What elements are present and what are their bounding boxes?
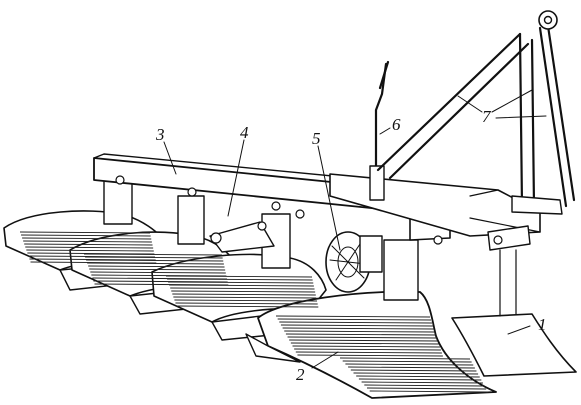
hatch-line [285,333,436,336]
hatch-line [174,299,318,302]
hatch-line [24,243,153,246]
hatch-line [279,321,432,324]
hatch-line [28,255,156,258]
hatch-line [287,336,437,339]
hatch-line [348,366,475,369]
hatch-line [173,296,317,299]
hatch-line [356,375,480,378]
hatch-line [175,302,318,305]
hatch-line [366,387,487,390]
hatch-line [284,330,435,333]
adjusting-screw [369,60,390,201]
hatch-line [176,305,319,308]
disc-coulter [325,231,383,293]
label-skimmer-bracket: 4 [240,123,249,142]
hatch-line [169,284,314,287]
hatch-line [350,369,477,372]
label-frame: 3 [155,125,165,144]
hatch-line [22,237,152,240]
hatch-line [23,240,152,243]
hatch-line [90,271,226,274]
main-frame [93,153,541,245]
hatch-line [86,259,224,262]
hatch-line [171,290,316,293]
hatch-line [277,318,431,321]
hatch-line [369,390,488,393]
hatch-line [165,275,313,278]
leader-lines [163,89,547,369]
hatch-line [342,360,472,363]
hatch-line [297,354,443,357]
hatch-line [289,339,438,342]
hatch-line [353,372,479,375]
label-moldboard: 2 [296,365,305,384]
hatch-line [30,261,157,264]
share-part [451,249,577,377]
label-disc-coulter: 5 [312,129,321,148]
hatch-line [25,246,154,249]
hatch-line [172,293,316,296]
hatch-line [27,252,155,255]
hatch-line [19,231,151,234]
hatch-line [295,351,442,354]
hatch-line [83,253,223,256]
hatch-line [361,381,483,384]
skimmer-bracket [209,221,275,253]
hatch-line [26,249,154,252]
hatch-line [294,348,441,351]
hatch-line [282,327,434,330]
hatch-line [89,268,226,271]
plough-body-4 [245,290,497,399]
hatch-line [85,256,223,259]
hatch-line [358,378,482,381]
label-share: 1 [538,315,547,334]
hatch-line [29,258,156,261]
hatch-line [87,262,224,265]
hitch-triangle [376,10,576,251]
hatch-line [168,281,314,284]
hatch-line [21,234,151,237]
hatch-line [280,324,433,327]
hatch-line [292,345,440,348]
hatch-line [88,265,225,268]
hatch-line [345,363,474,366]
hatch-line [364,384,485,387]
hatch-line [339,357,471,360]
hatch-line [167,278,313,281]
label-adjusting-screw: 6 [392,115,401,134]
label-hitch-triangle: 7 [482,107,492,126]
hatch-line [275,315,431,318]
hatch-line [290,342,439,345]
hatch-line [170,287,315,290]
